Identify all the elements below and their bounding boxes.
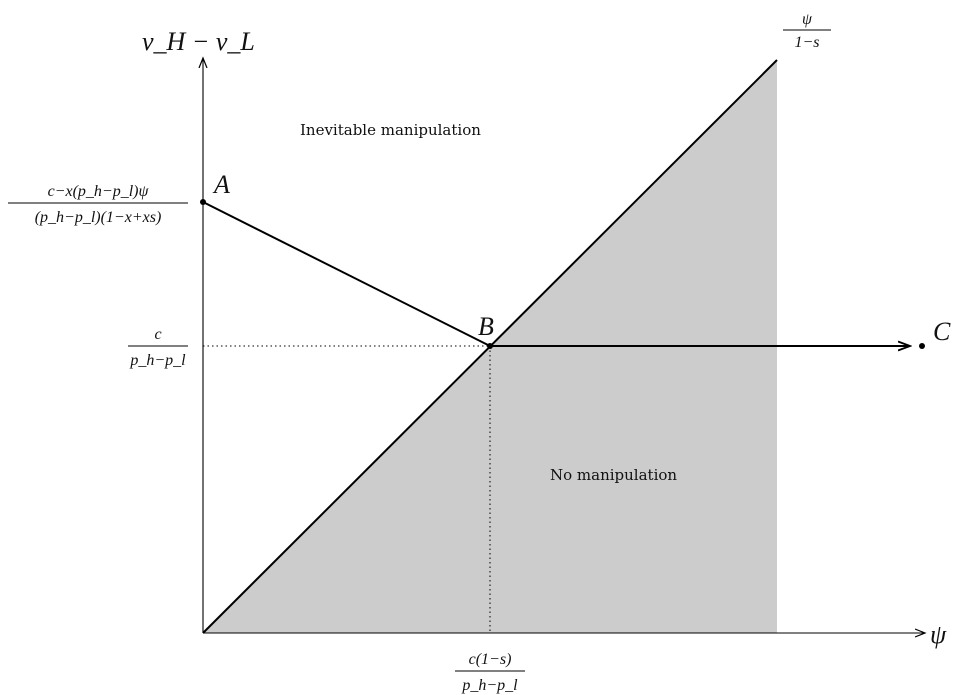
point-c-label: C — [933, 317, 951, 346]
diagonal-top-denominator: 1−s — [794, 34, 819, 51]
y-label-a-numerator: c−x(p_h−p_l)ψ — [48, 183, 150, 200]
y-label-b-numerator: c — [154, 326, 161, 343]
point-b-dot — [487, 343, 493, 349]
point-a-dot — [200, 199, 206, 205]
y-label-a-denominator: (p_h−p_l)(1−x+xs) — [35, 209, 162, 226]
upper-region-label: Inevitable manipulation — [300, 121, 481, 139]
point-a-label: A — [212, 170, 230, 199]
x-label-b-numerator: c(1−s) — [469, 651, 512, 668]
y-label-b-denominator: p_h−p_l — [129, 352, 186, 369]
threshold-line-a-b — [202, 201, 491, 347]
x-axis-title: ψ — [930, 620, 947, 649]
y-axis-title: v_H − v_L — [142, 27, 255, 56]
diagonal-top-fraction: ψ 1−s — [783, 11, 831, 51]
diagonal-top-numerator: ψ — [802, 11, 813, 28]
y-label-a-fraction: c−x(p_h−p_l)ψ (p_h−p_l)(1−x+xs) — [8, 183, 188, 226]
y-label-b-fraction: c p_h−p_l — [128, 326, 188, 369]
point-c-dot — [919, 343, 925, 349]
x-label-b-fraction: c(1−s) p_h−p_l — [455, 651, 525, 694]
point-b-label: B — [478, 312, 494, 341]
lower-region-label: No manipulation — [550, 466, 677, 484]
x-label-b-denominator: p_h−p_l — [461, 677, 518, 694]
